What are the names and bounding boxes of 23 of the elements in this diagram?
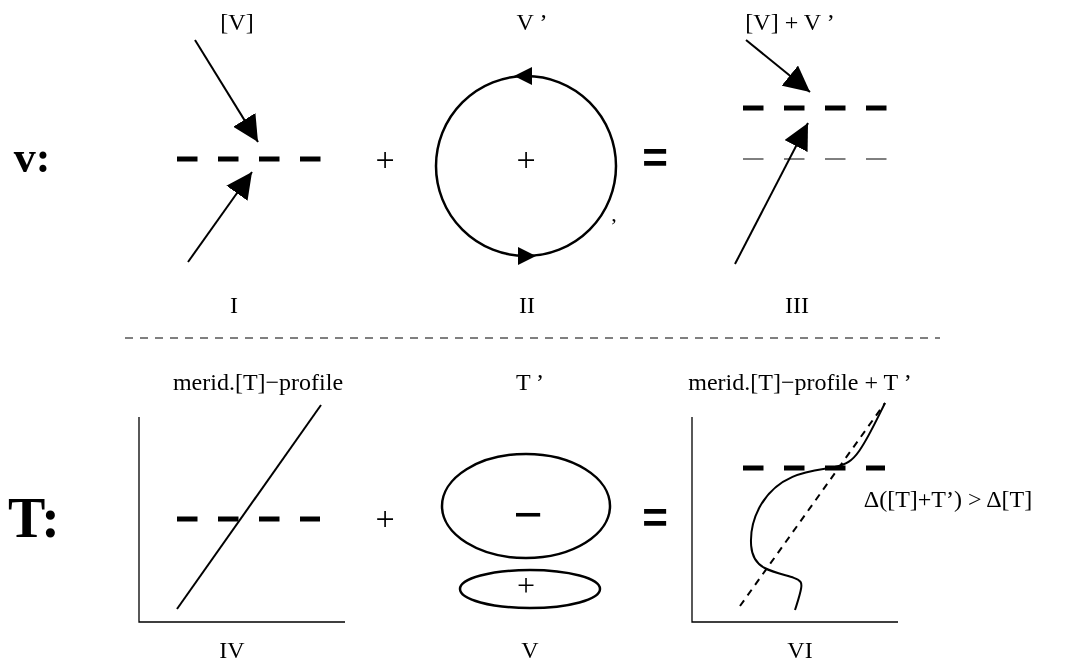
panel-title: T ’ [515,370,545,394]
panel-title: merid.[T]−profile + T ’ [688,370,912,394]
plus-sign: + [375,143,395,177]
equals-sign: = [642,496,668,540]
sign-label: + [516,143,536,177]
panel-number: II [519,293,535,317]
panel-title: V ’ [516,10,548,34]
panel-number: IV [219,638,245,662]
inequality-annotation: Δ([T]+T’) > Δ[T] [863,487,1033,511]
panel-title: merid.[T]−profile [172,370,344,394]
sign-label: − [513,489,543,541]
plus-sign: + [375,502,395,536]
sign-label: + [517,569,535,601]
panel-title: [V] [220,10,254,34]
panel-number: III [785,293,809,317]
panel-number: VI [787,638,813,662]
panel-number: V [521,638,539,662]
equals-sign: = [642,136,668,180]
comma-mark: , [611,203,617,225]
panel-number: I [230,293,238,317]
panel-title: [V] + V ’ [745,10,835,34]
row-label: v: [13,136,51,180]
row-label: T: [8,490,60,546]
